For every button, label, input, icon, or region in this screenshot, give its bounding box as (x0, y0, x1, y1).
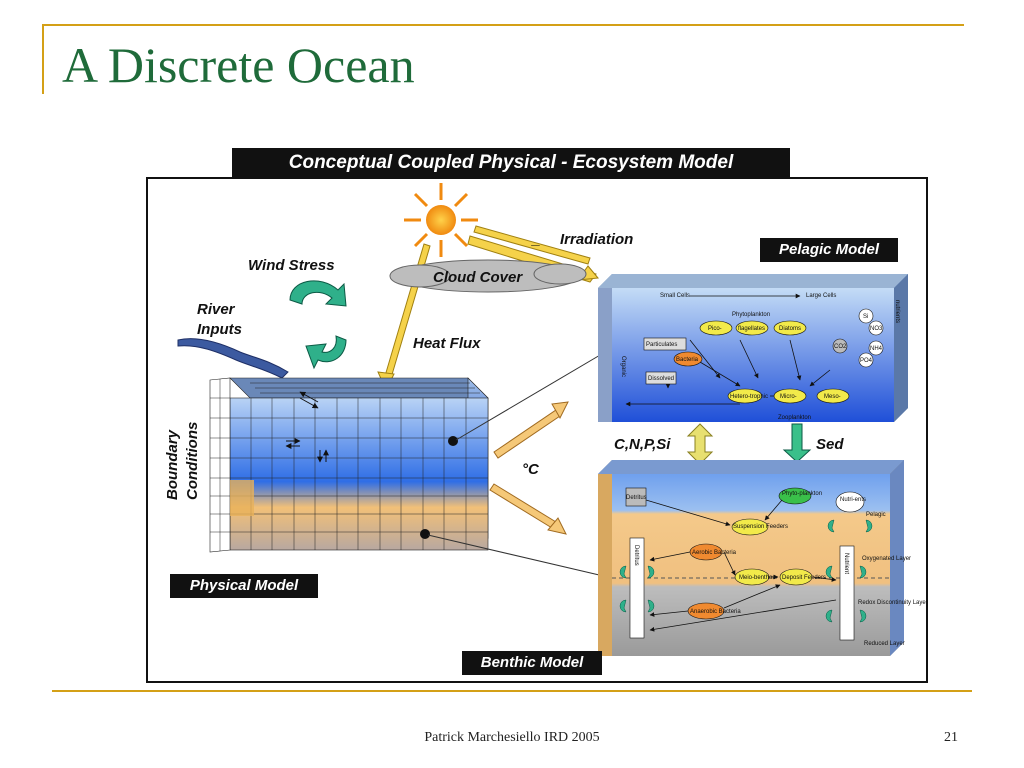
wind-stress-label: Wind Stress (248, 257, 335, 274)
sun-icon (404, 183, 478, 257)
title-frame-top-rule (42, 24, 964, 26)
aerobic-bacteria-label: Aerobic Bacteria (692, 550, 737, 556)
heat-flux-label: Heat Flux (413, 335, 481, 352)
detritus-column-label: Detritus (633, 545, 639, 566)
sed-label: Sed (816, 436, 844, 453)
co2-label: CO2 (834, 344, 847, 350)
connector-line-pelagic (455, 347, 613, 441)
particulates-label: Particulates (646, 342, 677, 348)
irradiation-arrows (377, 225, 599, 392)
meso-label: Meso- (824, 394, 841, 400)
cloud-cover-label: Cloud Cover (433, 269, 523, 286)
phytoplankton-label: Phytoplankton (732, 312, 770, 318)
physical-model-cube (209, 377, 489, 553)
footer-author: Patrick Marchesiello IRD 2005 (424, 730, 600, 745)
physical-model-tag: Physical Model (170, 574, 318, 598)
po4-label: PO4 (860, 358, 873, 364)
connector-line-benthic (427, 534, 613, 579)
no3-label: NO3 (870, 326, 883, 332)
pelagic-model-tag: Pelagic Model (760, 238, 898, 262)
boundary-label-line1: Boundary (164, 429, 181, 500)
benthic-detritus-label: Detritus (626, 495, 647, 501)
nh4-label: NH4 (870, 346, 883, 352)
large-cells-label: Large Cells (806, 293, 836, 299)
irradiation-minus-sign: _ (531, 231, 540, 248)
footer-rule (52, 690, 972, 692)
cloud-icon (389, 259, 587, 293)
benthic-pelagic-label: Pelagic (866, 512, 886, 518)
pelagic-nodes: Small Cells Large Cells Phytoplankton Pi… (620, 293, 900, 421)
irradiation-label: Irradiation (560, 231, 633, 248)
small-cells-label: Small Cells (660, 293, 690, 299)
diagram-title: Conceptual Coupled Physical - Ecosystem … (232, 148, 790, 178)
temperature-label: °C (522, 461, 540, 478)
bacteria-label: Bacteria (676, 357, 699, 363)
organic-label: Organic (620, 356, 626, 377)
anaerobic-bacteria-label: Anaerobic Bacteria (690, 609, 741, 615)
reduced-layer-label: Reduced Layer (864, 641, 905, 647)
benthic-model-box: Detritus Phyto-plankton Nutri-ents Pelag… (598, 460, 928, 656)
benthic-phytoplankton-label: Phyto-plankton (782, 491, 822, 497)
slide-title: A Discrete Ocean (62, 37, 415, 93)
page-number: 21 (944, 730, 958, 745)
oxygenated-layer-label: Oxygenated Layer (862, 556, 911, 562)
suspension-feeders-label: Suspension Feeders (733, 524, 788, 530)
river-label-line2: Inputs (197, 321, 242, 338)
boundary-label-line2: Conditions (184, 422, 201, 500)
nutrient-column-label: Nutrient (843, 553, 849, 574)
cnpsi-double-arrow (686, 423, 714, 465)
diatoms-label: Diatoms (779, 326, 801, 332)
micro-label: Micro- (780, 394, 797, 400)
temperature-arrows (489, 401, 569, 535)
nutrients-label: nutrients (894, 300, 900, 323)
pelagic-model-box (598, 274, 908, 422)
river-shape (177, 338, 289, 379)
zooplankton-label: Zooplankton (778, 415, 811, 421)
river-label-line1: River (197, 301, 236, 318)
title-frame-left-rule (42, 24, 44, 94)
flagellates-label: flagellates (738, 326, 765, 332)
si-label: Si (863, 314, 868, 320)
sed-arrow (782, 423, 812, 463)
cnpsi-label: C,N,P,Si (614, 436, 671, 453)
dissolved-label: Dissolved (648, 376, 674, 382)
meiobenthos-label: Meio-benthos (739, 575, 775, 581)
deposit-feeders-label: Deposit Feeders (782, 575, 826, 581)
pico-label: Pico- (708, 326, 722, 332)
redox-layer-label: Redox Discontinuity Layer (858, 600, 928, 606)
benthic-model-tag: Benthic Model (462, 651, 602, 675)
wind-stress-arrows-icon (289, 280, 347, 370)
benthic-nutrients-label: Nutri-ents (840, 497, 866, 503)
heterotrophic-label: Hetero-trophic (730, 394, 768, 400)
